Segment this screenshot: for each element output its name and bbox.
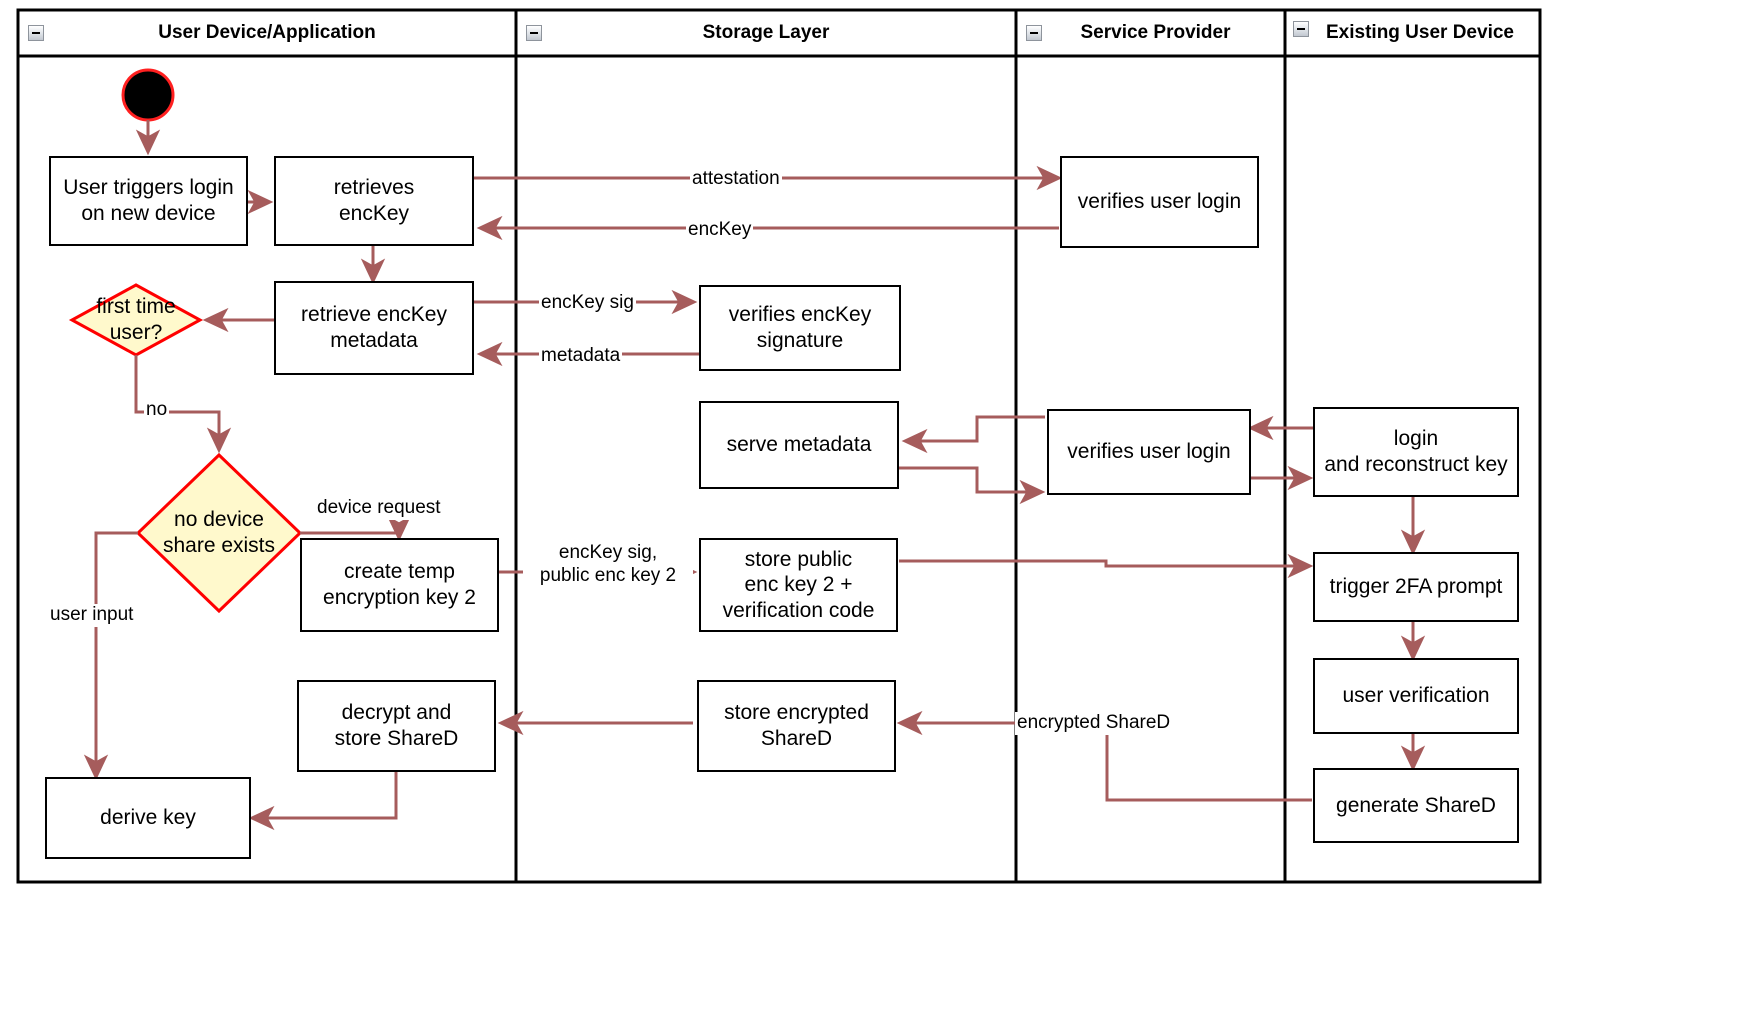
node-retrieve-enckey-metadata[interactable]: retrieve encKey metadata (274, 281, 474, 375)
edge-label-enckey-sig: encKey sig (539, 292, 636, 315)
node-user-triggers-login[interactable]: User triggers login on new device (49, 156, 248, 246)
node-store-encrypted-shared[interactable]: store encrypted ShareD (697, 680, 896, 772)
collapse-icon-user-device[interactable] (28, 25, 44, 41)
edge-label-enckey-sig-public-enc-key-2: encKey sig, public enc key 2 (523, 542, 693, 588)
edge-label-no: no (144, 399, 170, 422)
edge-label-enckey: encKey (686, 219, 754, 242)
collapse-icon-existing-device[interactable] (1293, 21, 1309, 37)
edge-sp-to-serve-metadata (901, 415, 1045, 454)
node-decrypt-and-store-shared[interactable]: decrypt and store ShareD (297, 680, 496, 772)
lane-title-user-device: User Device/Application (158, 22, 376, 43)
node-retrieves-enckey[interactable]: retrieves encKey (274, 156, 474, 246)
edge-label-encrypted-shared: encrypted ShareD (1015, 712, 1173, 735)
node-user-verification[interactable]: user verification (1313, 658, 1519, 734)
lane-title-service-provider: Service Provider (1080, 22, 1231, 43)
collapse-icon-service-provider[interactable] (1026, 25, 1042, 41)
start-node (121, 68, 175, 122)
edge-label-device-request: device request (315, 497, 443, 520)
node-create-temp-encryption-key-2[interactable]: create temp encryption key 2 (300, 538, 499, 632)
edge-serve-metadata-to-sp (899, 466, 1046, 505)
node-generate-shared[interactable]: generate ShareD (1313, 768, 1519, 843)
node-store-public-enc-key-2[interactable]: store public enc key 2 + verification co… (699, 538, 898, 632)
edge-store-pub-to-2fa (899, 553, 1314, 579)
node-no-device-share-exists[interactable]: no device share exists (162, 508, 276, 557)
edge-label-attestation: attestation (690, 168, 782, 191)
node-trigger-2fa-prompt[interactable]: trigger 2FA prompt (1313, 552, 1519, 622)
decision-shapes (68, 283, 303, 614)
lane-title-existing-device: Existing User Device (1326, 22, 1514, 43)
edge-decrypt-to-derive (248, 772, 398, 831)
edge-no-branch (134, 355, 232, 454)
node-verifies-user-login-2[interactable]: verifies user login (1047, 409, 1251, 495)
edge-label-metadata: metadata (539, 345, 623, 368)
node-verifies-enckey-signature[interactable]: verifies encKey signature (699, 285, 901, 371)
edge-device-request (300, 515, 412, 542)
node-derive-key[interactable]: derive key (45, 777, 251, 859)
lane-title-storage-layer: Storage Layer (702, 22, 830, 43)
node-verifies-user-login-1[interactable]: verifies user login (1060, 156, 1259, 248)
edge-encrypted-shared (896, 710, 1312, 802)
node-first-time-user[interactable]: first time user? (96, 295, 176, 344)
collapse-icon-storage-layer[interactable] (526, 25, 542, 41)
edge-user-input (83, 531, 138, 781)
node-serve-metadata[interactable]: serve metadata (699, 401, 899, 489)
edge-label-user-input: user input (48, 604, 136, 627)
node-login-and-reconstruct-key[interactable]: login and reconstruct key (1313, 407, 1519, 497)
